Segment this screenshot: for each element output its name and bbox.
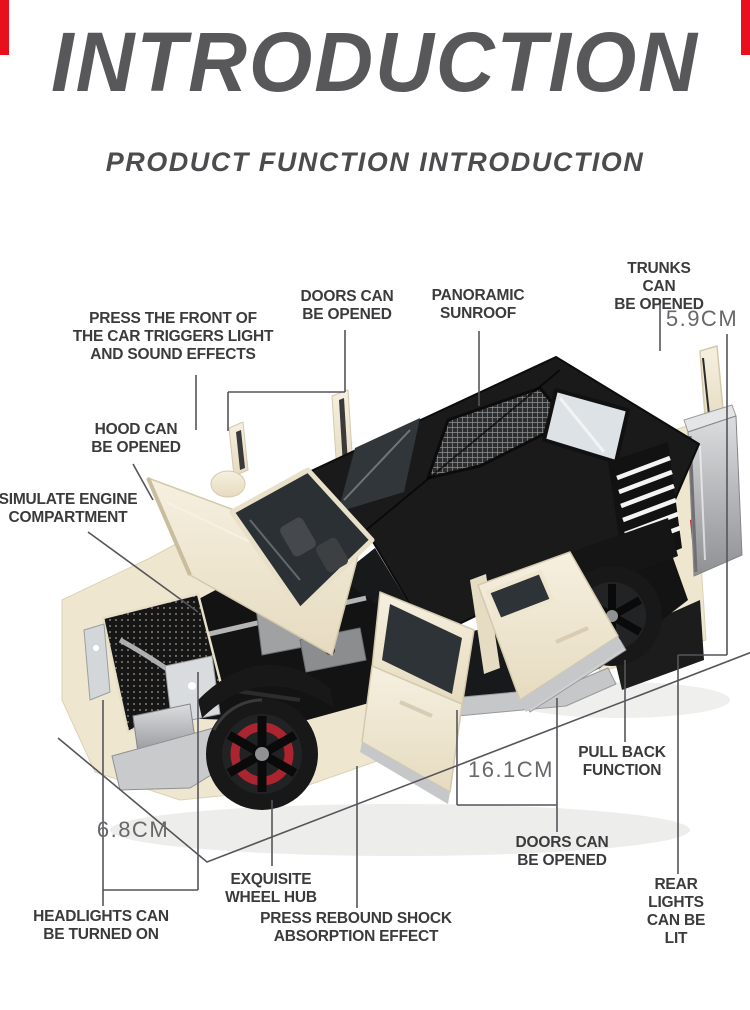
suv-toy-car bbox=[61, 345, 743, 810]
callout-headlights: HEADLIGHTS CAN BE TURNED ON bbox=[33, 908, 169, 943]
measurement-front-width: 6.8CM bbox=[96, 817, 170, 842]
callout-rebound-shock: PRESS REBOUND SHOCK ABSORPTION EFFECT bbox=[260, 910, 452, 945]
front-wheel bbox=[198, 664, 334, 810]
callout-rear-lights: REAR LIGHTS CAN BE LIT bbox=[646, 876, 706, 947]
headlight-left bbox=[83, 623, 111, 701]
callout-press-front: PRESS THE FRONT OF THE CAR TRIGGERS LIGH… bbox=[72, 310, 274, 363]
line-simulate-engine bbox=[87, 531, 199, 613]
red-accent-bar-left bbox=[0, 0, 9, 55]
open-hood bbox=[146, 477, 359, 656]
callout-pull-back: PULL BACK FUNCTION bbox=[578, 744, 666, 779]
roof bbox=[304, 356, 700, 639]
page-title: INTRODUCTION bbox=[51, 15, 699, 109]
measurement-height: 5.9CM bbox=[665, 306, 739, 331]
side-mirror bbox=[210, 470, 246, 498]
callout-hood: HOOD CAN BE OPENED bbox=[91, 421, 181, 456]
windshield bbox=[229, 467, 375, 613]
page-subtitle: PRODUCT FUNCTION INTRODUCTION bbox=[105, 147, 645, 177]
line-doors-top-bracket bbox=[227, 330, 346, 431]
callout-simulate-engine: SIMULATE ENGINE COMPARTMENT bbox=[0, 491, 138, 526]
line-length-16-1-bracket bbox=[456, 698, 558, 832]
line-height-5-9 bbox=[678, 334, 728, 656]
callout-doors-top: DOORS CAN BE OPENED bbox=[300, 288, 394, 323]
open-front-door bbox=[360, 591, 475, 804]
measurement-length: 16.1CM bbox=[467, 757, 555, 782]
callout-trunks: TRUNKS CAN BE OPENED bbox=[614, 260, 704, 313]
callout-wheel-hub: EXQUISITE WHEEL HUB bbox=[225, 871, 317, 906]
callout-doors-bottom: DOORS CAN BE OPENED bbox=[515, 834, 609, 869]
callout-panoramic-sunroof: PANORAMIC SUNROOF bbox=[431, 287, 525, 322]
leader-lines bbox=[57, 301, 750, 908]
spare-wheel-cover bbox=[683, 404, 743, 577]
line-perspective-diagonal bbox=[57, 651, 750, 863]
red-accent-bar-right bbox=[741, 0, 750, 55]
line-hood bbox=[132, 463, 154, 501]
open-rear-door bbox=[477, 551, 624, 712]
